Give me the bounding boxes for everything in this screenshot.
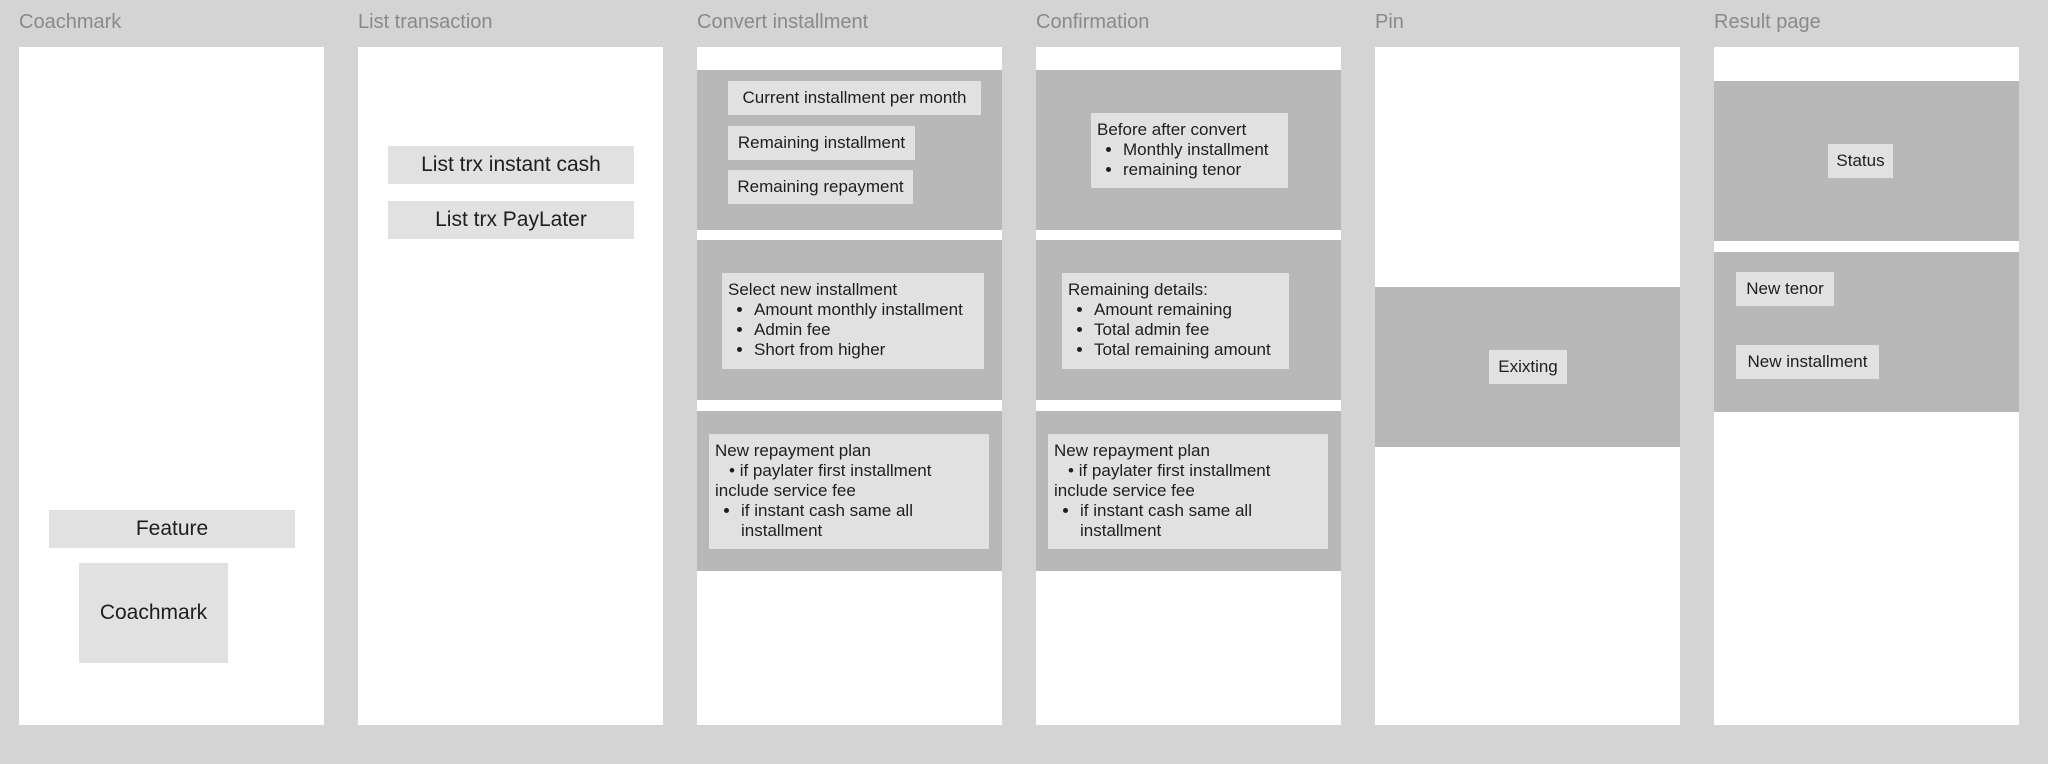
frame-result-page: Status New tenor New installment: [1714, 47, 2019, 725]
frame-coachmark: Feature Coachmark: [19, 47, 324, 725]
list-item: Total admin fee: [1094, 320, 1283, 340]
confirmation-plan-title: New repayment plan: [1054, 441, 1210, 460]
before-after-list: Monthly installment remaining tenor: [1097, 140, 1282, 180]
list-trx-instant-cash-note: List trx instant cash: [388, 146, 634, 184]
column-title-convert-installment: Convert installment: [697, 11, 869, 33]
column-title-confirmation: Confirmation: [1036, 11, 1150, 33]
select-installment-list: Amount monthly installment Admin fee Sho…: [728, 300, 978, 360]
list-item: Monthly installment: [1123, 140, 1282, 160]
coachmark-note: Coachmark: [79, 563, 228, 663]
frame-confirmation: Before after convert Monthly installment…: [1036, 47, 1341, 725]
list-item: Short from higher: [754, 340, 978, 360]
section-pin: Exixting: [1375, 287, 1680, 447]
list-item: Amount remaining: [1094, 300, 1283, 320]
plan-item-paylater: if paylater first installment: [739, 461, 932, 480]
column-title-pin: Pin: [1375, 11, 1404, 33]
select-installment-note: Select new installment Amount monthly in…: [722, 273, 984, 369]
feature-note: Feature: [49, 510, 295, 548]
remaining-details-title: Remaining details:: [1068, 280, 1208, 299]
column-title-coachmark: Coachmark: [19, 11, 122, 33]
section-select-installment: Select new installment Amount monthly in…: [697, 240, 1002, 400]
repayment-plan-title: New repayment plan: [715, 441, 871, 460]
list-item: if instant cash same all installment: [741, 501, 951, 541]
section-remaining-details: Remaining details: Amount remaining Tota…: [1036, 240, 1341, 400]
list-item: • if paylater first installment: [1068, 461, 1271, 480]
plan-item-continuation: include service fee: [1054, 481, 1195, 500]
new-tenor-note: New tenor: [1736, 272, 1834, 306]
existing-pin-note: Exixting: [1489, 350, 1567, 384]
list-item: Total remaining amount: [1094, 340, 1283, 360]
current-installment-note: Current installment per month: [728, 81, 981, 115]
section-status: Status: [1714, 81, 2019, 241]
list-item: Admin fee: [754, 320, 978, 340]
remaining-installment-note: Remaining installment: [728, 126, 915, 160]
frame-convert-installment: Current installment per month Remaining …: [697, 47, 1002, 725]
remaining-details-note: Remaining details: Amount remaining Tota…: [1062, 273, 1289, 369]
plan-item-continuation: include service fee: [715, 481, 856, 500]
section-confirmation-repayment-plan: New repayment plan • if paylater first i…: [1036, 411, 1341, 571]
frame-pin: Exixting: [1375, 47, 1680, 725]
confirmation-plan-list: • if paylater first installment: [1054, 461, 1322, 481]
repayment-plan-note: New repayment plan • if paylater first i…: [709, 434, 989, 549]
remaining-repayment-note: Remaining repayment: [728, 170, 913, 204]
before-after-note: Before after convert Monthly installment…: [1091, 113, 1288, 188]
section-before-after: Before after convert Monthly installment…: [1036, 70, 1341, 230]
confirmation-plan-list-2: if instant cash same all installment: [1054, 501, 1290, 541]
list-trx-paylater-note: List trx PayLater: [388, 201, 634, 239]
list-item: remaining tenor: [1123, 160, 1282, 180]
select-installment-title: Select new installment: [728, 280, 898, 299]
frame-list-transaction: List trx instant cash List trx PayLater: [358, 47, 663, 725]
column-title-list-transaction: List transaction: [358, 11, 493, 33]
section-new-plan: New tenor New installment: [1714, 252, 2019, 412]
new-installment-note: New installment: [1736, 345, 1879, 379]
repayment-plan-list: • if paylater first installment: [715, 461, 983, 481]
plan-item-paylater: if paylater first installment: [1078, 461, 1271, 480]
list-item: • if paylater first installment: [729, 461, 932, 480]
remaining-details-list: Amount remaining Total admin fee Total r…: [1068, 300, 1283, 360]
confirmation-repayment-plan-note: New repayment plan • if paylater first i…: [1048, 434, 1328, 549]
before-after-title: Before after convert: [1097, 120, 1247, 139]
status-note: Status: [1828, 144, 1893, 178]
repayment-plan-list-2: if instant cash same all installment: [715, 501, 951, 541]
column-title-result-page: Result page: [1714, 11, 1821, 33]
section-repayment-plan: New repayment plan • if paylater first i…: [697, 411, 1002, 571]
list-item: if instant cash same all installment: [1080, 501, 1290, 541]
list-item: Amount monthly installment: [754, 300, 978, 320]
section-current-installment: Current installment per month Remaining …: [697, 70, 1002, 230]
